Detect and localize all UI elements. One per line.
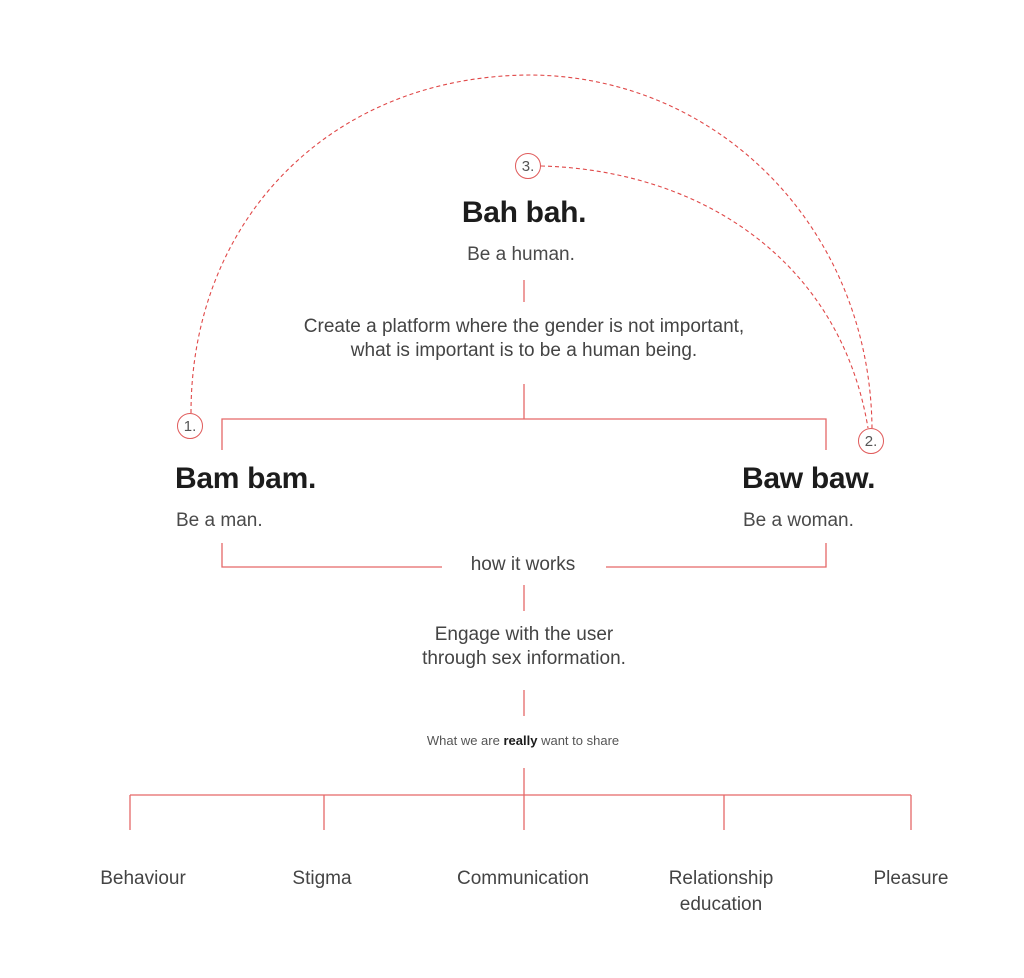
top-description-line2: what is important is to be a human being… (350, 340, 698, 361)
share-heading: What we are really want to share (427, 733, 619, 748)
right-title: Baw baw. (742, 462, 876, 495)
leaf-relationship-education: Relationship education (669, 866, 774, 918)
top-subtitle: Be a human. (467, 244, 575, 265)
share-suffix: want to share (541, 733, 620, 748)
dashed-arc-3-to-2 (540, 165, 869, 429)
leaf-label: Communication (457, 868, 589, 889)
leaf-label: Pleasure (873, 868, 949, 889)
share-emphasis: really (503, 733, 538, 748)
leaf-behaviour: Behaviour (100, 866, 186, 892)
left-title: Bam bam. (175, 462, 316, 495)
top-title: Bah bah. (461, 196, 587, 229)
leaf-pleasure: Pleasure (874, 866, 949, 892)
share-prefix: What we are (426, 733, 500, 748)
top-description-line1: Create a platform where the gender is no… (303, 316, 745, 337)
badge-1: 1. (177, 413, 203, 439)
badge-2: 2. (858, 428, 884, 454)
top-description: Create a platform where the gender is no… (304, 315, 744, 363)
dashed-arc-1-to-2 (190, 74, 873, 429)
how-it-works-label: how it works (470, 554, 576, 575)
leaf-label: Behaviour (100, 868, 186, 889)
leaf-label-line1: Relationship (668, 868, 774, 889)
leaf-label: Stigma (292, 868, 352, 889)
engage-text: Engage with the user through sex informa… (422, 623, 626, 671)
bracket-top (221, 418, 827, 450)
engage-line2: through sex information. (422, 648, 626, 669)
left-subtitle: Be a man. (176, 510, 263, 531)
right-subtitle: Be a woman. (743, 510, 854, 531)
leaf-label-line2: education (679, 894, 763, 915)
bracket-left-bottom (221, 543, 442, 568)
leaf-stigma: Stigma (292, 866, 351, 892)
badge-3: 3. (515, 153, 541, 179)
leaf-communication: Communication (457, 866, 589, 892)
bracket-right-bottom (606, 543, 827, 568)
engage-line1: Engage with the user (434, 624, 614, 645)
